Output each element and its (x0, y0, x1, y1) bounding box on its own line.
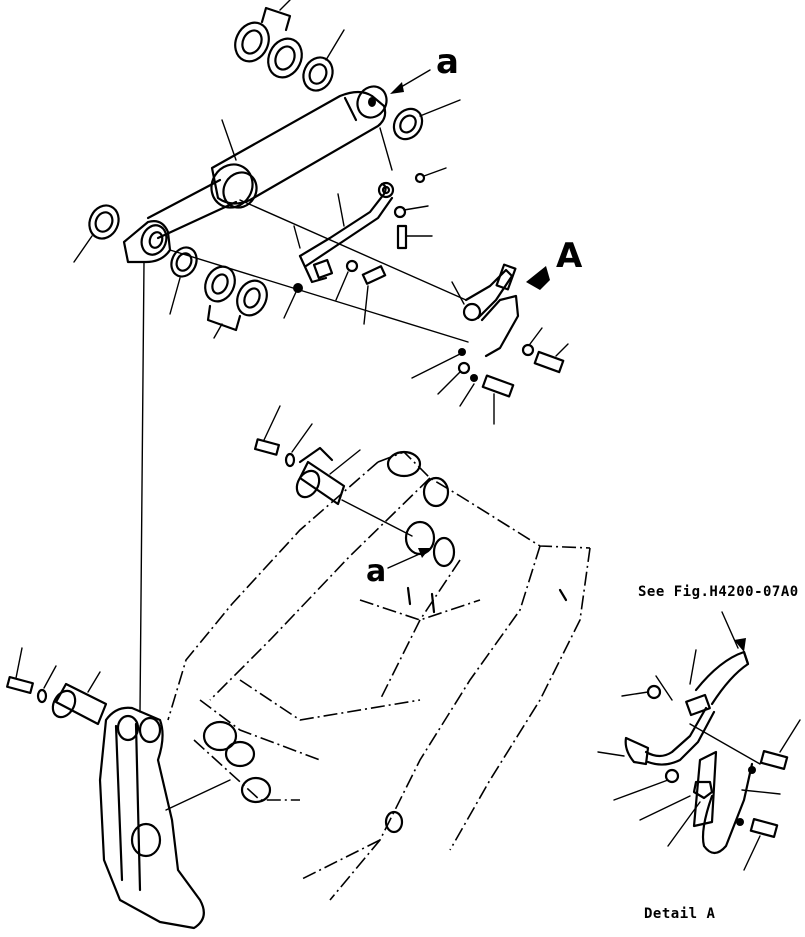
bolts-tube-clamp (283, 167, 447, 325)
seal-ring-top (302, 29, 345, 92)
assembly-reference-lines (139, 127, 469, 713)
ref-label-a-top: a (436, 42, 459, 82)
shim-washers-top (234, 0, 303, 79)
pin-lower (6, 647, 108, 726)
seal-ring-right (392, 99, 461, 141)
seal-ring-left (73, 204, 120, 263)
detail-a-view (597, 611, 801, 871)
bellcrank-lever (98, 706, 231, 930)
boom-frame (167, 450, 591, 901)
pin-upper (253, 405, 413, 537)
detail-caption: Detail A (644, 906, 716, 922)
ref-label-a-lower: a (366, 554, 387, 589)
fitting-block-A (411, 263, 569, 425)
arrow-ref-a-lower (387, 548, 430, 569)
hydraulic-tube (293, 181, 395, 284)
seal-ring-lower (169, 246, 198, 315)
arrow-ref-a-top (390, 69, 431, 94)
view-arrow-label: A (556, 236, 583, 276)
shim-washers-lower (204, 265, 268, 339)
see-figure-note: See Fig.H4200-07A0 (638, 584, 799, 600)
